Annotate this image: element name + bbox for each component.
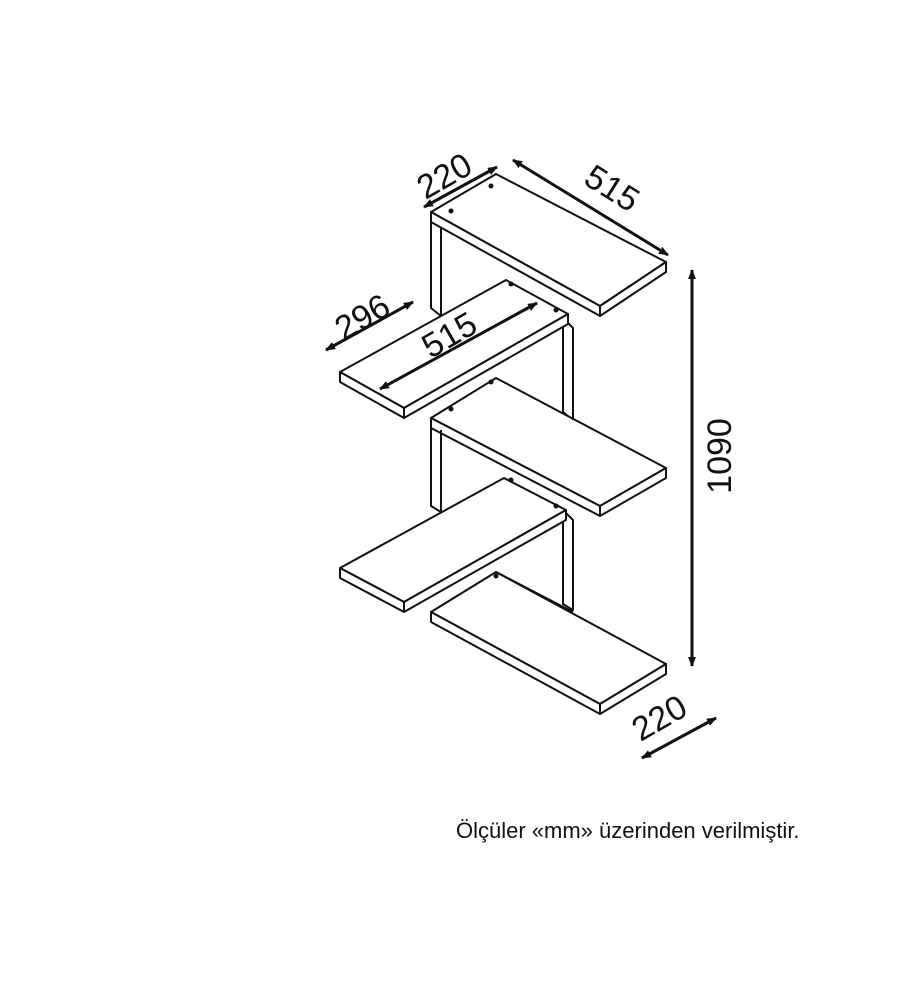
shelf-lower-left [339, 477, 567, 613]
dim-label-top-width: 515 [578, 158, 646, 220]
units-note: Ölçüler «mm» üzerinden verilmiştir. [456, 818, 800, 843]
dim-label-left-depth: 296 [328, 287, 396, 348]
arrow-top-depth [423, 165, 498, 209]
arrow-left-width [379, 301, 538, 391]
vertical-panel-lower-right [562, 509, 574, 611]
vertical-panel-upper-right [562, 317, 574, 421]
dim-label-height: 1090 [701, 418, 739, 494]
arrow-bottom-depth [641, 716, 717, 760]
shelf-unit [339, 173, 667, 715]
shelf-bottom-right [430, 571, 667, 715]
arrow-top-width [512, 158, 669, 257]
dimension-arrows [325, 158, 717, 760]
dim-label-bottom-depth: 220 [625, 688, 693, 749]
shelf-middle-right [430, 377, 667, 517]
vertical-panel-upper-left [430, 214, 442, 317]
